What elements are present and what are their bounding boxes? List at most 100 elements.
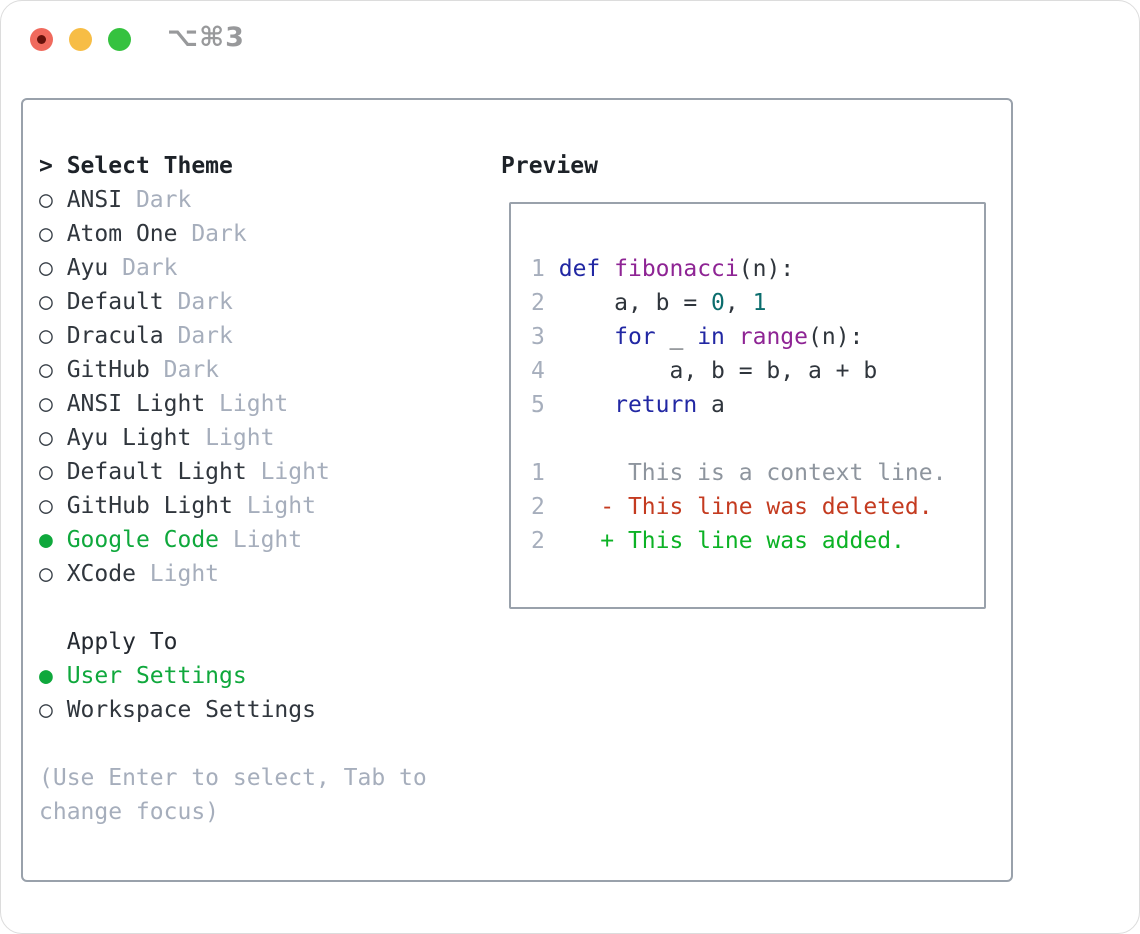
option-variant-label: Light — [149, 561, 220, 587]
code-token-pln — [545, 392, 614, 418]
theme-option-xcode-light[interactable]: ○ XCode Light — [39, 557, 427, 591]
theme-list: ○ ANSI Dark○ Atom One Dark○ Ayu Dark○ De… — [39, 183, 427, 591]
radio-unselected-icon: ○ — [39, 255, 67, 281]
option-label: ANSI Light — [66, 391, 220, 417]
preview-code-line: 5 return a — [531, 388, 984, 422]
code-token-kwd: for — [614, 324, 656, 350]
option-variant-label: Dark — [135, 187, 192, 213]
code-token-num: 4 — [531, 358, 545, 384]
option-label: Default Light — [66, 459, 261, 485]
preview-code-line: 2 a, b = 0, 1 — [531, 286, 984, 320]
window-shortcut-label: ⌥⌘3 — [167, 22, 245, 53]
code-token-lit: 1 — [752, 290, 767, 316]
apply-to-list: ● User Settings○ Workspace Settings — [39, 659, 427, 727]
apply-option-workspace-settings[interactable]: ○ Workspace Settings — [39, 693, 427, 727]
option-label: XCode — [66, 561, 150, 587]
preview-code-line — [531, 422, 984, 456]
code-token-add: + This line was added. — [544, 528, 905, 554]
radio-selected-icon: ● — [39, 663, 67, 689]
code-token-num: 2 — [531, 290, 545, 316]
radio-unselected-icon: ○ — [39, 425, 67, 451]
code-token-pln: (n): — [738, 256, 795, 282]
code-token-kwd: in — [697, 324, 725, 350]
code-token-num: 2 — [531, 494, 545, 520]
spacer — [39, 591, 427, 625]
titlebar: ⌥⌘3 — [1, 1, 1139, 77]
theme-option-dracula-dark[interactable]: ○ Dracula Dark — [39, 319, 427, 353]
unsaved-changes-dot-icon — [37, 35, 46, 44]
preview-code-line: 3 for _ in range(n): — [531, 320, 984, 354]
code-token-pln — [545, 256, 559, 282]
code-token-num: 3 — [531, 324, 545, 350]
radio-unselected-icon: ○ — [39, 697, 67, 723]
apply-to-indent — [39, 629, 67, 655]
code-token-pln: _ — [655, 324, 698, 350]
radio-unselected-icon: ○ — [39, 187, 67, 213]
theme-option-ayu-dark[interactable]: ○ Ayu Dark — [39, 251, 427, 285]
option-variant-label: Light — [219, 391, 289, 417]
theme-select-column: > Select Theme ○ ANSI Dark○ Atom One Dar… — [39, 149, 427, 829]
radio-unselected-icon: ○ — [39, 221, 67, 247]
code-token-typ: range — [738, 324, 809, 350]
code-token-pln: a — [697, 392, 725, 418]
close-button[interactable] — [30, 28, 53, 51]
theme-picker-panel: > Select Theme ○ ANSI Dark○ Atom One Dar… — [21, 98, 1013, 882]
code-token-lit: 0 — [711, 290, 725, 316]
code-token-pln: , — [724, 290, 753, 316]
theme-option-default-dark[interactable]: ○ Default Dark — [39, 285, 427, 319]
preview-code-line: 2 + This line was added. — [531, 524, 984, 558]
radio-unselected-icon: ○ — [39, 323, 67, 349]
theme-option-ayu-light-light[interactable]: ○ Ayu Light Light — [39, 421, 427, 455]
option-variant-label: Dark — [163, 357, 220, 383]
option-label: Workspace Settings — [66, 697, 316, 723]
preview-code-line: 1 def fibonacci(n): — [531, 252, 984, 286]
option-variant-label: Dark — [177, 289, 233, 315]
theme-option-github-dark[interactable]: ○ GitHub Dark — [39, 353, 427, 387]
maximize-button[interactable] — [108, 28, 131, 51]
theme-option-google-code-light[interactable]: ● Google Code Light — [39, 523, 427, 557]
theme-option-ansi-dark[interactable]: ○ ANSI Dark — [39, 183, 427, 217]
option-label: Atom One — [66, 221, 192, 247]
theme-option-ansi-light-light[interactable]: ○ ANSI Light Light — [39, 387, 427, 421]
code-token-num: 1 — [531, 256, 545, 282]
option-label: Ayu — [66, 255, 123, 281]
option-variant-label: Light — [260, 459, 330, 485]
code-token-num: 5 — [531, 392, 545, 418]
option-label: GitHub — [66, 357, 164, 383]
option-label: User Settings — [66, 663, 247, 689]
radio-unselected-icon: ○ — [39, 357, 67, 383]
option-variant-label: Dark — [191, 221, 247, 247]
radio-unselected-icon: ○ — [39, 391, 67, 417]
apply-to-header: Apply To — [39, 625, 427, 659]
radio-unselected-icon: ○ — [39, 493, 67, 519]
option-label: ANSI — [66, 187, 136, 213]
theme-option-default-light-light[interactable]: ○ Default Light Light — [39, 455, 427, 489]
minimize-button[interactable] — [69, 28, 92, 51]
code-token-num: 2 — [531, 528, 545, 554]
option-label: Default — [66, 289, 178, 315]
focus-caret-icon: > — [39, 153, 67, 179]
code-token-kwd: def — [558, 256, 601, 282]
code-token-pln: (n): — [808, 324, 864, 350]
theme-option-github-light-light[interactable]: ○ GitHub Light Light — [39, 489, 427, 523]
option-label: Google Code — [66, 527, 233, 553]
code-token-kwd: return — [614, 392, 698, 418]
code-token-pln: a, b = — [544, 290, 712, 316]
theme-option-atom-one-dark[interactable]: ○ Atom One Dark — [39, 217, 427, 251]
option-variant-label: Light — [232, 527, 303, 553]
preview-title: Preview — [501, 153, 598, 179]
radio-selected-icon: ● — [39, 527, 67, 553]
option-variant-label: Light — [205, 425, 275, 451]
code-token-pln: a, b = b, a + b — [544, 358, 878, 384]
preview-code-line: 1 This is a context line. — [531, 456, 984, 490]
radio-unselected-icon: ○ — [39, 289, 67, 315]
option-label: Dracula — [66, 323, 178, 349]
option-label: GitHub Light — [66, 493, 247, 519]
hint-line: change focus) — [39, 799, 220, 825]
select-theme-header: > Select Theme — [39, 149, 427, 183]
option-label: Ayu Light — [66, 425, 206, 451]
apply-option-user-settings[interactable]: ● User Settings — [39, 659, 427, 693]
